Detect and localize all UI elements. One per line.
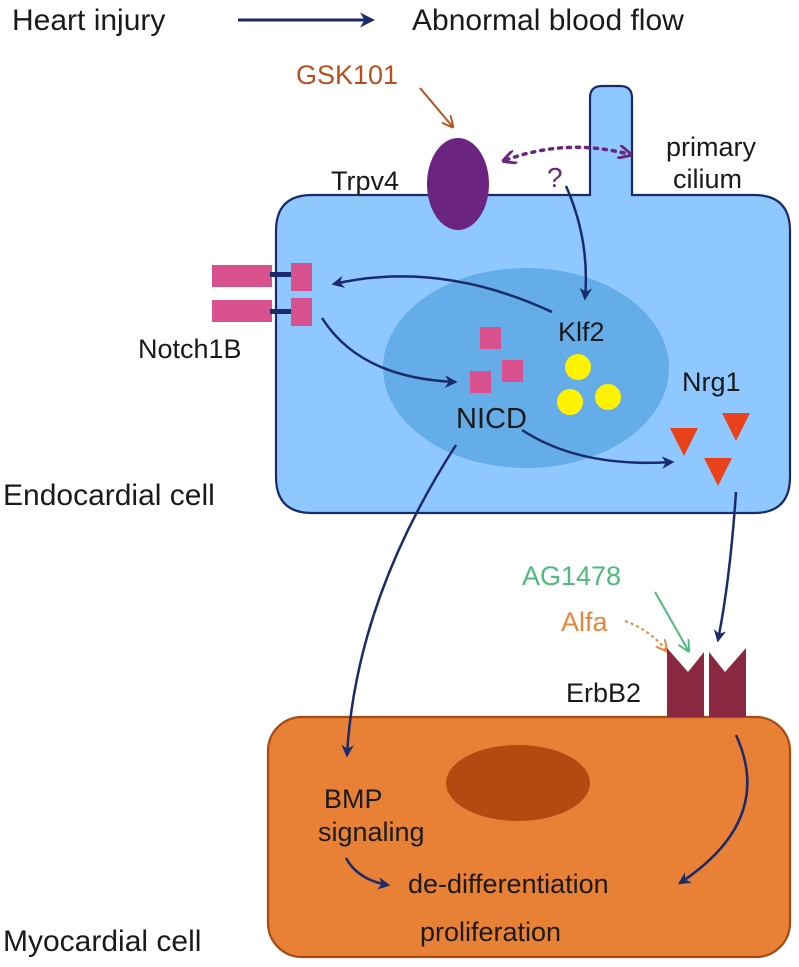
erbb2-receptor-right xyxy=(709,648,746,717)
alfa-label: Alfa xyxy=(561,607,609,637)
gsk101-label: GSK101 xyxy=(296,60,398,90)
cilium-label-line2: cilium xyxy=(673,164,742,194)
notch-linker-top xyxy=(270,272,294,277)
klf2-dot-2 xyxy=(557,389,583,415)
arrow-to-klf2 xyxy=(564,185,593,301)
nicd-square-2 xyxy=(502,360,523,382)
notch-receptor-bottom-outer xyxy=(212,300,272,322)
notch-receptor-top-inner xyxy=(291,263,312,291)
ag1478-label: AG1478 xyxy=(522,561,621,591)
nicd-square-1 xyxy=(480,327,501,349)
nrg1-triangle-1 xyxy=(670,428,698,456)
ag1478-arrow xyxy=(654,591,688,650)
notch-to-nicd-arrow xyxy=(320,317,458,388)
nrg1-to-erbb2-arrow xyxy=(713,491,738,643)
notch-receptor-bottom-inner xyxy=(291,298,312,326)
nrg1-label: Nrg1 xyxy=(682,367,741,397)
proliferation-label: proliferation xyxy=(420,917,561,947)
endocardial-nucleus xyxy=(383,268,669,468)
bmp-label-line2: signaling xyxy=(318,817,425,847)
myocardial-cell-label: Myocardial cell xyxy=(3,925,201,958)
header-abnormal-flow: Abnormal blood flow xyxy=(412,4,684,37)
myocardial-cell xyxy=(266,715,792,959)
cilium-label-line1: primary xyxy=(666,132,757,162)
nicd-to-bmp-arrow xyxy=(341,444,458,758)
endocardial-cell-label: Endocardial cell xyxy=(3,479,215,512)
trpv4-label: Trpv4 xyxy=(331,166,399,196)
erbb2-receptor-left xyxy=(667,648,704,717)
nrg1-triangle-2 xyxy=(722,413,750,441)
myocardial-nucleus xyxy=(446,745,590,821)
bmp-to-dediff-arrow xyxy=(344,857,391,890)
erbb2-label: ErbB2 xyxy=(566,678,641,708)
gsk101-arrow xyxy=(419,87,452,126)
bmp-label-line1: BMP xyxy=(324,784,383,814)
alfa-arrow xyxy=(624,620,666,650)
notch-receptor-top-outer xyxy=(212,265,272,287)
notch1b-label: Notch1B xyxy=(138,334,242,364)
nrg1-triangle-3 xyxy=(704,458,732,486)
question-mark: ? xyxy=(547,162,563,193)
klf2-dot-3 xyxy=(595,384,621,410)
dediff-label: de-differentiation xyxy=(408,869,609,899)
nicd-to-nrg1-arrow xyxy=(521,428,675,469)
nicd-label: NICD xyxy=(456,403,527,435)
klf2-label: Klf2 xyxy=(558,317,605,347)
trpv4-cilium-link xyxy=(506,147,628,160)
klf2-dot-1 xyxy=(565,354,591,380)
notch-linker-bottom xyxy=(270,309,294,314)
trpv4-channel xyxy=(427,138,489,230)
klf2-to-notch-arrow xyxy=(331,275,553,314)
nicd-square-3 xyxy=(470,371,491,393)
header-heart-injury: Heart injury xyxy=(12,4,165,37)
erbb2-to-dediff-arrow xyxy=(677,734,749,885)
